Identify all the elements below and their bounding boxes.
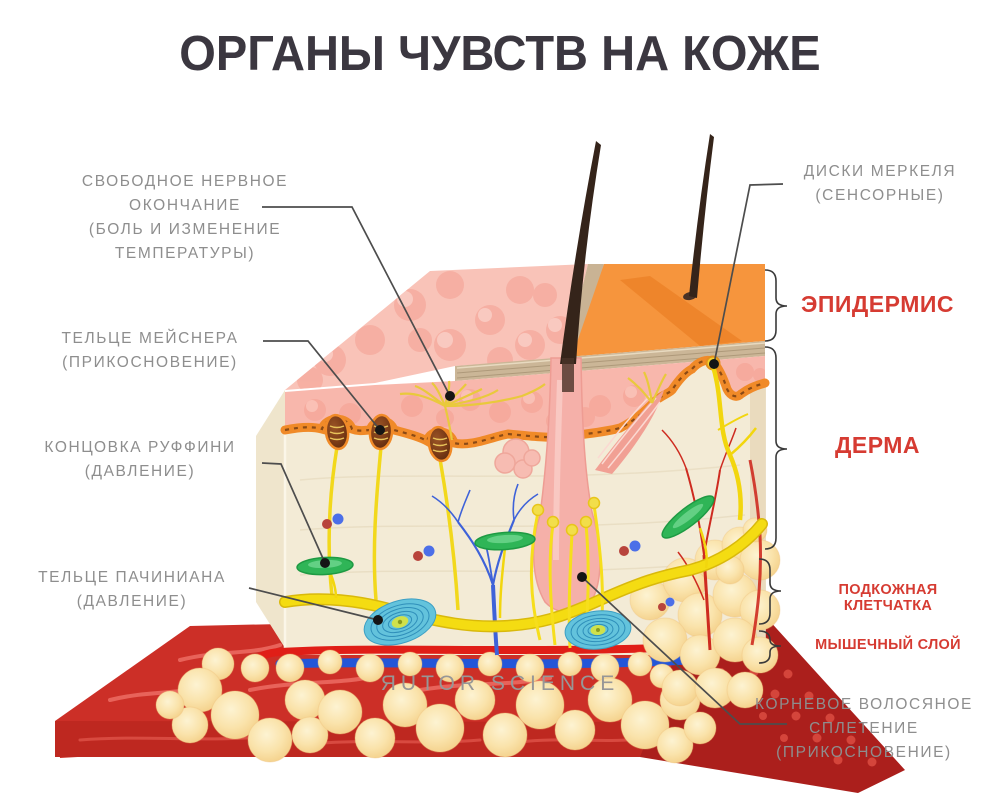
brace-epidermis [764,269,788,342]
pointer-lines [248,183,787,725]
epidermis-surface [285,264,766,390]
ruffini-endings [296,495,715,619]
sebaceous-gland [494,438,541,479]
label-line: КОРНЕВОЕ ВОЛОСЯНОЕ [754,696,974,713]
label-line: СВОБОДНОЕ НЕРВНОЕ [81,173,289,190]
layer-braces [758,269,788,664]
pacinian-corpuscles [363,598,632,650]
meissner-corpuscles [324,413,460,611]
label-line: (ПРИКОСНОВЕНИЕ) [776,744,952,761]
layer-label-dermis: ДЕРМА [834,432,921,458]
label-line: (ДАВЛЕНИЕ) [84,463,196,480]
label-line: (ПРИКОСНОВЕНИЕ) [62,354,238,371]
label-line: ТЕМПЕРАТУРЫ) [114,245,256,262]
label-line: (БОЛЬ И ИЗМЕНЕНИЕ [88,221,282,238]
hairs [560,134,714,392]
pointer-free-nerve [262,206,451,397]
arrector-pili-muscle [595,390,664,474]
label-pacinian-corpuscle: ТЕЛЬЦЕ ПАЧИНИАНА (ДАВЛЕНИЕ) [12,566,252,614]
brace-subcutaneous [758,558,782,625]
pointer-merkel [713,183,784,365]
subcutaneous-fat [155,517,781,764]
hair-shaft [560,141,601,364]
page-title: ОРГАНЫ ЧУВСТВ НА КОЖЕ [179,27,821,81]
label-root-hair-plexus: КОРНЕВОЕ ВОЛОСЯНОЕ СПЛЕТЕНИЕ (ПРИКОСНОВЕ… [735,693,993,765]
label-line: (СЕНСОРНЫЕ) [815,187,945,204]
label-line: ТЕЛЬЦЕ МЕЙСНЕРА [61,330,239,347]
hair-shaft [689,134,714,298]
pointer-meissner [263,340,381,431]
pointer-root-plexus [581,576,787,725]
layer-label-epidermis: ЭПИДЕРМИС [801,291,954,317]
label-free-nerve-ending: СВОБОДНОЕ НЕРВНОЕ ОКОНЧАНИЕ (БОЛЬ И ИЗМЕ… [45,170,325,266]
label-meissner-corpuscle: ТЕЛЬЦЕ МЕЙСНЕРА (ПРИКОСНОВЕНИЕ) [35,327,265,375]
capillary-dots [322,513,675,611]
watermark: ЯUTOR SCIENCE [380,672,620,695]
free-nerve-endings [399,371,667,441]
label-line: СПЛЕТЕНИЕ [809,720,919,737]
brace-muscle [758,630,782,664]
label-line: ТЕЛЬЦЕ ПАЧИНИАНА [38,569,226,586]
label-line: ОКОНЧАНИЕ [129,197,241,214]
label-line: КОНЦОВКА РУФФИНИ [44,439,236,456]
label-line: (ДАВЛЕНИЕ) [76,593,188,610]
brace-dermis [764,346,788,550]
layer-label-muscle: МЫШЕЧНЫЙ СЛОЙ [815,637,961,653]
label-merkel-discs: ДИСКИ МЕРКЕЛЯ (СЕНСОРНЫЕ) [770,160,990,208]
label-line: ДИСКИ МЕРКЕЛЯ [803,163,957,180]
label-ruffini-ending: КОНЦОВКА РУФФИНИ (ДАВЛЕНИЕ) [15,436,265,484]
pointer-pacinian [248,587,379,621]
layer-label-subcutaneous: ПОДКОЖНАЯ КЛЕТЧАТКА [838,582,938,614]
pointer-ruffini [261,462,326,564]
